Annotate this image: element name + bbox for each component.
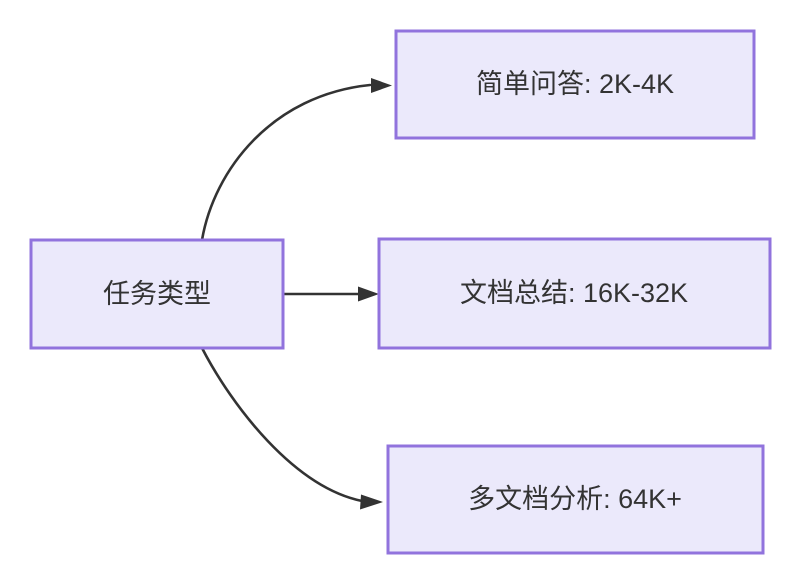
node-multi-doc-box[interactable]	[386, 444, 765, 555]
node-doc-summary[interactable]: 文档总结: 16K-32K	[377, 237, 772, 350]
node-simple-qa-label: 简单问答: 2K-4K	[476, 69, 674, 99]
arrowhead-doc-summary	[358, 286, 379, 302]
arrowhead-simple-qa	[371, 78, 392, 93]
node-multi-doc[interactable]: 多文档分析: 64K+	[386, 444, 765, 555]
node-doc-summary-box[interactable]	[377, 237, 772, 350]
arrowhead-multi-doc	[360, 494, 383, 510]
node-root-label: 任务类型	[103, 279, 211, 309]
node-root-box[interactable]	[29, 238, 285, 350]
edge-root-to-doc-summary	[281, 286, 379, 302]
node-simple-qa-box[interactable]	[394, 29, 756, 140]
node-root[interactable]: 任务类型	[29, 238, 285, 350]
edge-path-root-to-simple-qa	[200, 83, 372, 242]
node-multi-doc-label: 多文档分析: 64K+	[468, 484, 682, 514]
edge-root-to-multi-doc	[200, 346, 383, 510]
edge-root-to-simple-qa	[200, 78, 392, 242]
node-doc-summary-label: 文档总结: 16K-32K	[460, 278, 688, 308]
node-simple-qa[interactable]: 简单问答: 2K-4K	[394, 29, 756, 140]
edge-path-root-to-multi-doc	[200, 346, 364, 503]
